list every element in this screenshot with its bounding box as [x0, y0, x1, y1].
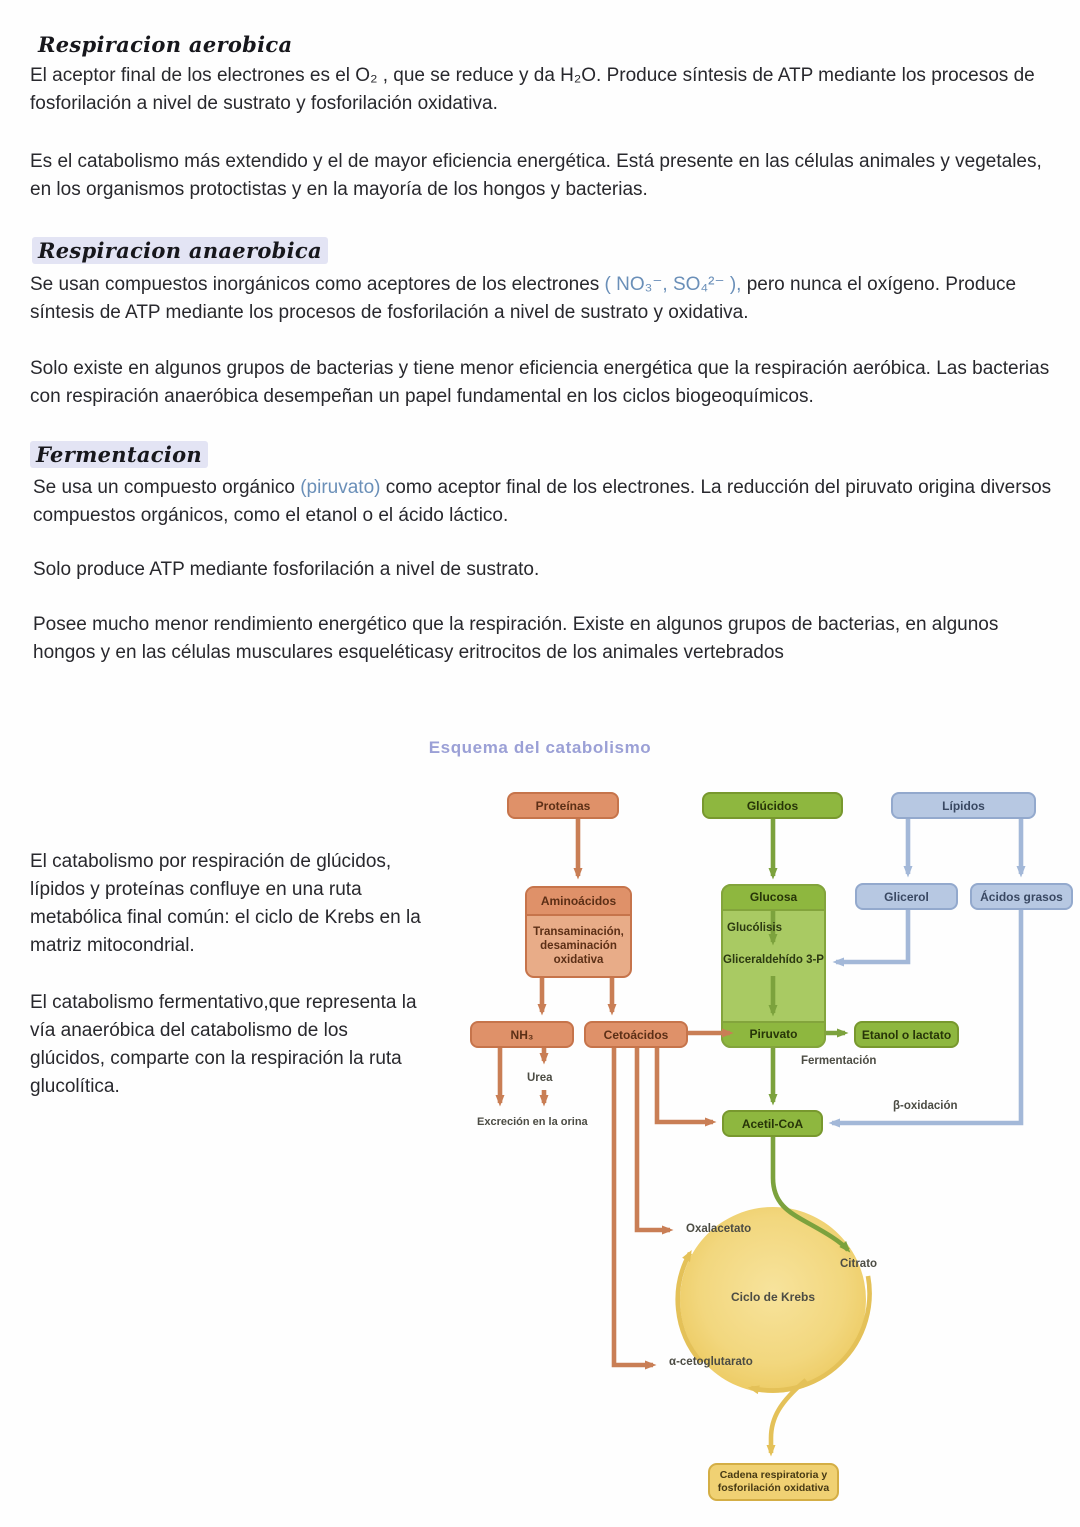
arrow-cetoacidos-to-alfacetoglutarato — [611, 1047, 657, 1370]
arrow-cetoacidos-to-oxalacetato — [634, 1047, 674, 1235]
box-acidos-grasos: Ácidos grasos — [970, 883, 1073, 910]
label-fermentacion: Fermentación — [801, 1055, 877, 1067]
arrow-krebs-to-cadena — [766, 1378, 808, 1457]
box-aminoacidos-container: Aminoácidos Transaminación, desaminación… — [525, 886, 632, 978]
label-beta-oxidacion: β-oxidación — [893, 1100, 958, 1112]
box-proteinas: Proteínas — [507, 792, 619, 819]
diagram-title: Esquema del catabolismo — [428, 738, 652, 757]
piruvato-link-text: (piruvato) — [300, 477, 381, 498]
side-note-paragraph: El catabolismo fermentativo,que represen… — [30, 992, 417, 1097]
arrow-glicerol-to-gliceraldehido — [832, 909, 911, 967]
heading-respiracion-anaerobica: Respiracion anaerobica — [32, 237, 328, 264]
heading-text: Respiracion anaerobica — [32, 237, 328, 264]
heading-respiracion-aerobica: Respiracion aerobica — [38, 32, 293, 57]
paragraph-part: Se usan compuestos inorgánicos como acep… — [30, 274, 605, 295]
paragraph: El aceptor final de los electrones es el… — [30, 65, 1035, 114]
box-cetoacidos: Cetoácidos — [584, 1021, 688, 1048]
paragraph: Es el catabolismo más extendido y el de … — [30, 151, 1042, 200]
paragraph-part: Se usa un compuesto orgánico — [33, 477, 301, 498]
heading-fermentacion: Fermentacion — [30, 441, 208, 468]
box-cadena-respiratoria: Cadena respiratoria y fosforilación oxid… — [708, 1463, 839, 1501]
glucosa-header-band — [721, 884, 826, 911]
box-lipidos: Lípidos — [891, 792, 1036, 819]
arrow-acetilcoa-to-citrato — [770, 1137, 851, 1253]
box-aminoacidos: Aminoácidos — [527, 888, 630, 916]
label-citrato: Citrato — [840, 1258, 878, 1270]
paragraph: Se usa un compuesto orgánico (piruvato) … — [33, 474, 1052, 530]
paragraph-part: pero nunca el oxígeno. Produce síntesis … — [30, 274, 1017, 323]
label-gliceraldehido-3p: Gliceraldehído 3-P — [723, 954, 824, 966]
box-glucidos: Glúcidos — [702, 792, 843, 819]
arrow-cetoacidos-to-acetilcoa — [654, 1047, 717, 1127]
box-transaminacion: Transaminación, desaminación oxidativa — [533, 926, 624, 966]
paragraph-part: como aceptor final de los electrones. La… — [33, 477, 1052, 526]
paragraph: Solo existe en algunos grupos de bacteri… — [30, 358, 1050, 407]
paragraph: Posee mucho menor rendimiento energético… — [33, 614, 999, 663]
arrow-krebs-bottom-arc — [747, 1275, 872, 1395]
box-glicerol: Glicerol — [855, 883, 958, 910]
label-ciclo-de-krebs: Ciclo de Krebs — [730, 1290, 816, 1304]
box-glucosa: Glucosa — [749, 890, 798, 904]
label-urea: Urea — [527, 1072, 553, 1084]
box-piruvato: Piruvato — [749, 1027, 798, 1041]
arrow-acidosgrasos-to-acetilcoa — [828, 909, 1024, 1128]
label-excrecion-orina: Excreción en la orina — [477, 1116, 588, 1128]
heading-text: Fermentacion — [30, 441, 208, 468]
paragraph: Solo produce ATP mediante fosforilación … — [33, 559, 540, 580]
arrow-krebs-left-arc — [675, 1249, 703, 1364]
paragraph: Se usan compuestos inorgánicos como acep… — [30, 271, 1052, 327]
side-note-paragraph: El catabolismo por respiración de glúcid… — [30, 851, 421, 956]
label-alfa-cetoglutarato: α-cetoglutarato — [669, 1356, 753, 1368]
box-acetil-coa: Acetil-CoA — [722, 1110, 823, 1137]
box-nh3: NH₃ — [470, 1021, 574, 1048]
krebs-cycle-circle — [680, 1207, 866, 1393]
label-oxalacetato: Oxalacetato — [686, 1223, 752, 1235]
chem-formula-text: ( NO₃⁻, SO₄²⁻ ), — [604, 274, 742, 295]
label-glucolisis: Glucólisis — [727, 922, 782, 934]
box-etanol-o-lactato: Etanol o lactato — [854, 1021, 959, 1048]
